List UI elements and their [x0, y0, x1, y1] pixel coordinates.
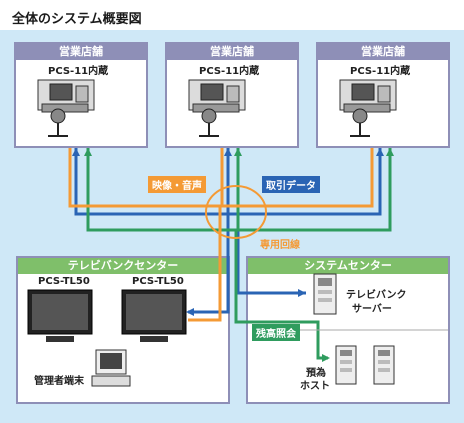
- balance-lines: [86, 148, 392, 360]
- server-icon: [313, 273, 337, 315]
- kiosk-icon: [188, 79, 246, 137]
- kiosk-icon: [339, 79, 397, 137]
- branch-device-label: PCS-11内蔵: [199, 66, 260, 77]
- branch-title: 営業店舗: [318, 44, 448, 60]
- dedicated-line-circle: [205, 185, 267, 239]
- host-icon: [335, 345, 357, 385]
- branch-title: 営業店舗: [16, 44, 146, 60]
- server-label-1: テレビバンク: [346, 290, 407, 301]
- transaction-lines: [74, 148, 382, 314]
- video-audio-tag: 映像・音声: [148, 176, 206, 193]
- video-audio-lines: [68, 148, 374, 322]
- tvbank-center-title: テレビバンクセンター: [18, 258, 228, 274]
- branch-title: 営業店舗: [167, 44, 297, 60]
- server-label-2: サーバー: [352, 304, 392, 315]
- branch-device-label: PCS-11内蔵: [350, 66, 411, 77]
- diagram-title: 全体のシステム概要図: [12, 12, 142, 27]
- branch-device-label: PCS-11内蔵: [48, 66, 109, 77]
- monitor-icon: [121, 289, 187, 342]
- dedicated-line-label: 専用回線: [260, 240, 300, 251]
- admin-terminal-icon: [91, 349, 131, 387]
- balance-inquiry-tag: 残高照会: [252, 324, 300, 341]
- transaction-tag: 取引データ: [262, 176, 320, 193]
- monitor-label-1: PCS-TL50: [38, 276, 90, 287]
- admin-terminal-label: 管理者端末: [34, 376, 84, 387]
- host-icon: [373, 345, 395, 385]
- host-label-1: 預為: [306, 368, 326, 379]
- kiosk-icon: [37, 79, 95, 137]
- monitor-icon: [27, 289, 93, 342]
- system-center-title: システムセンター: [248, 258, 448, 274]
- monitor-label-2: PCS-TL50: [132, 276, 184, 287]
- host-label-2: ホスト: [300, 381, 330, 392]
